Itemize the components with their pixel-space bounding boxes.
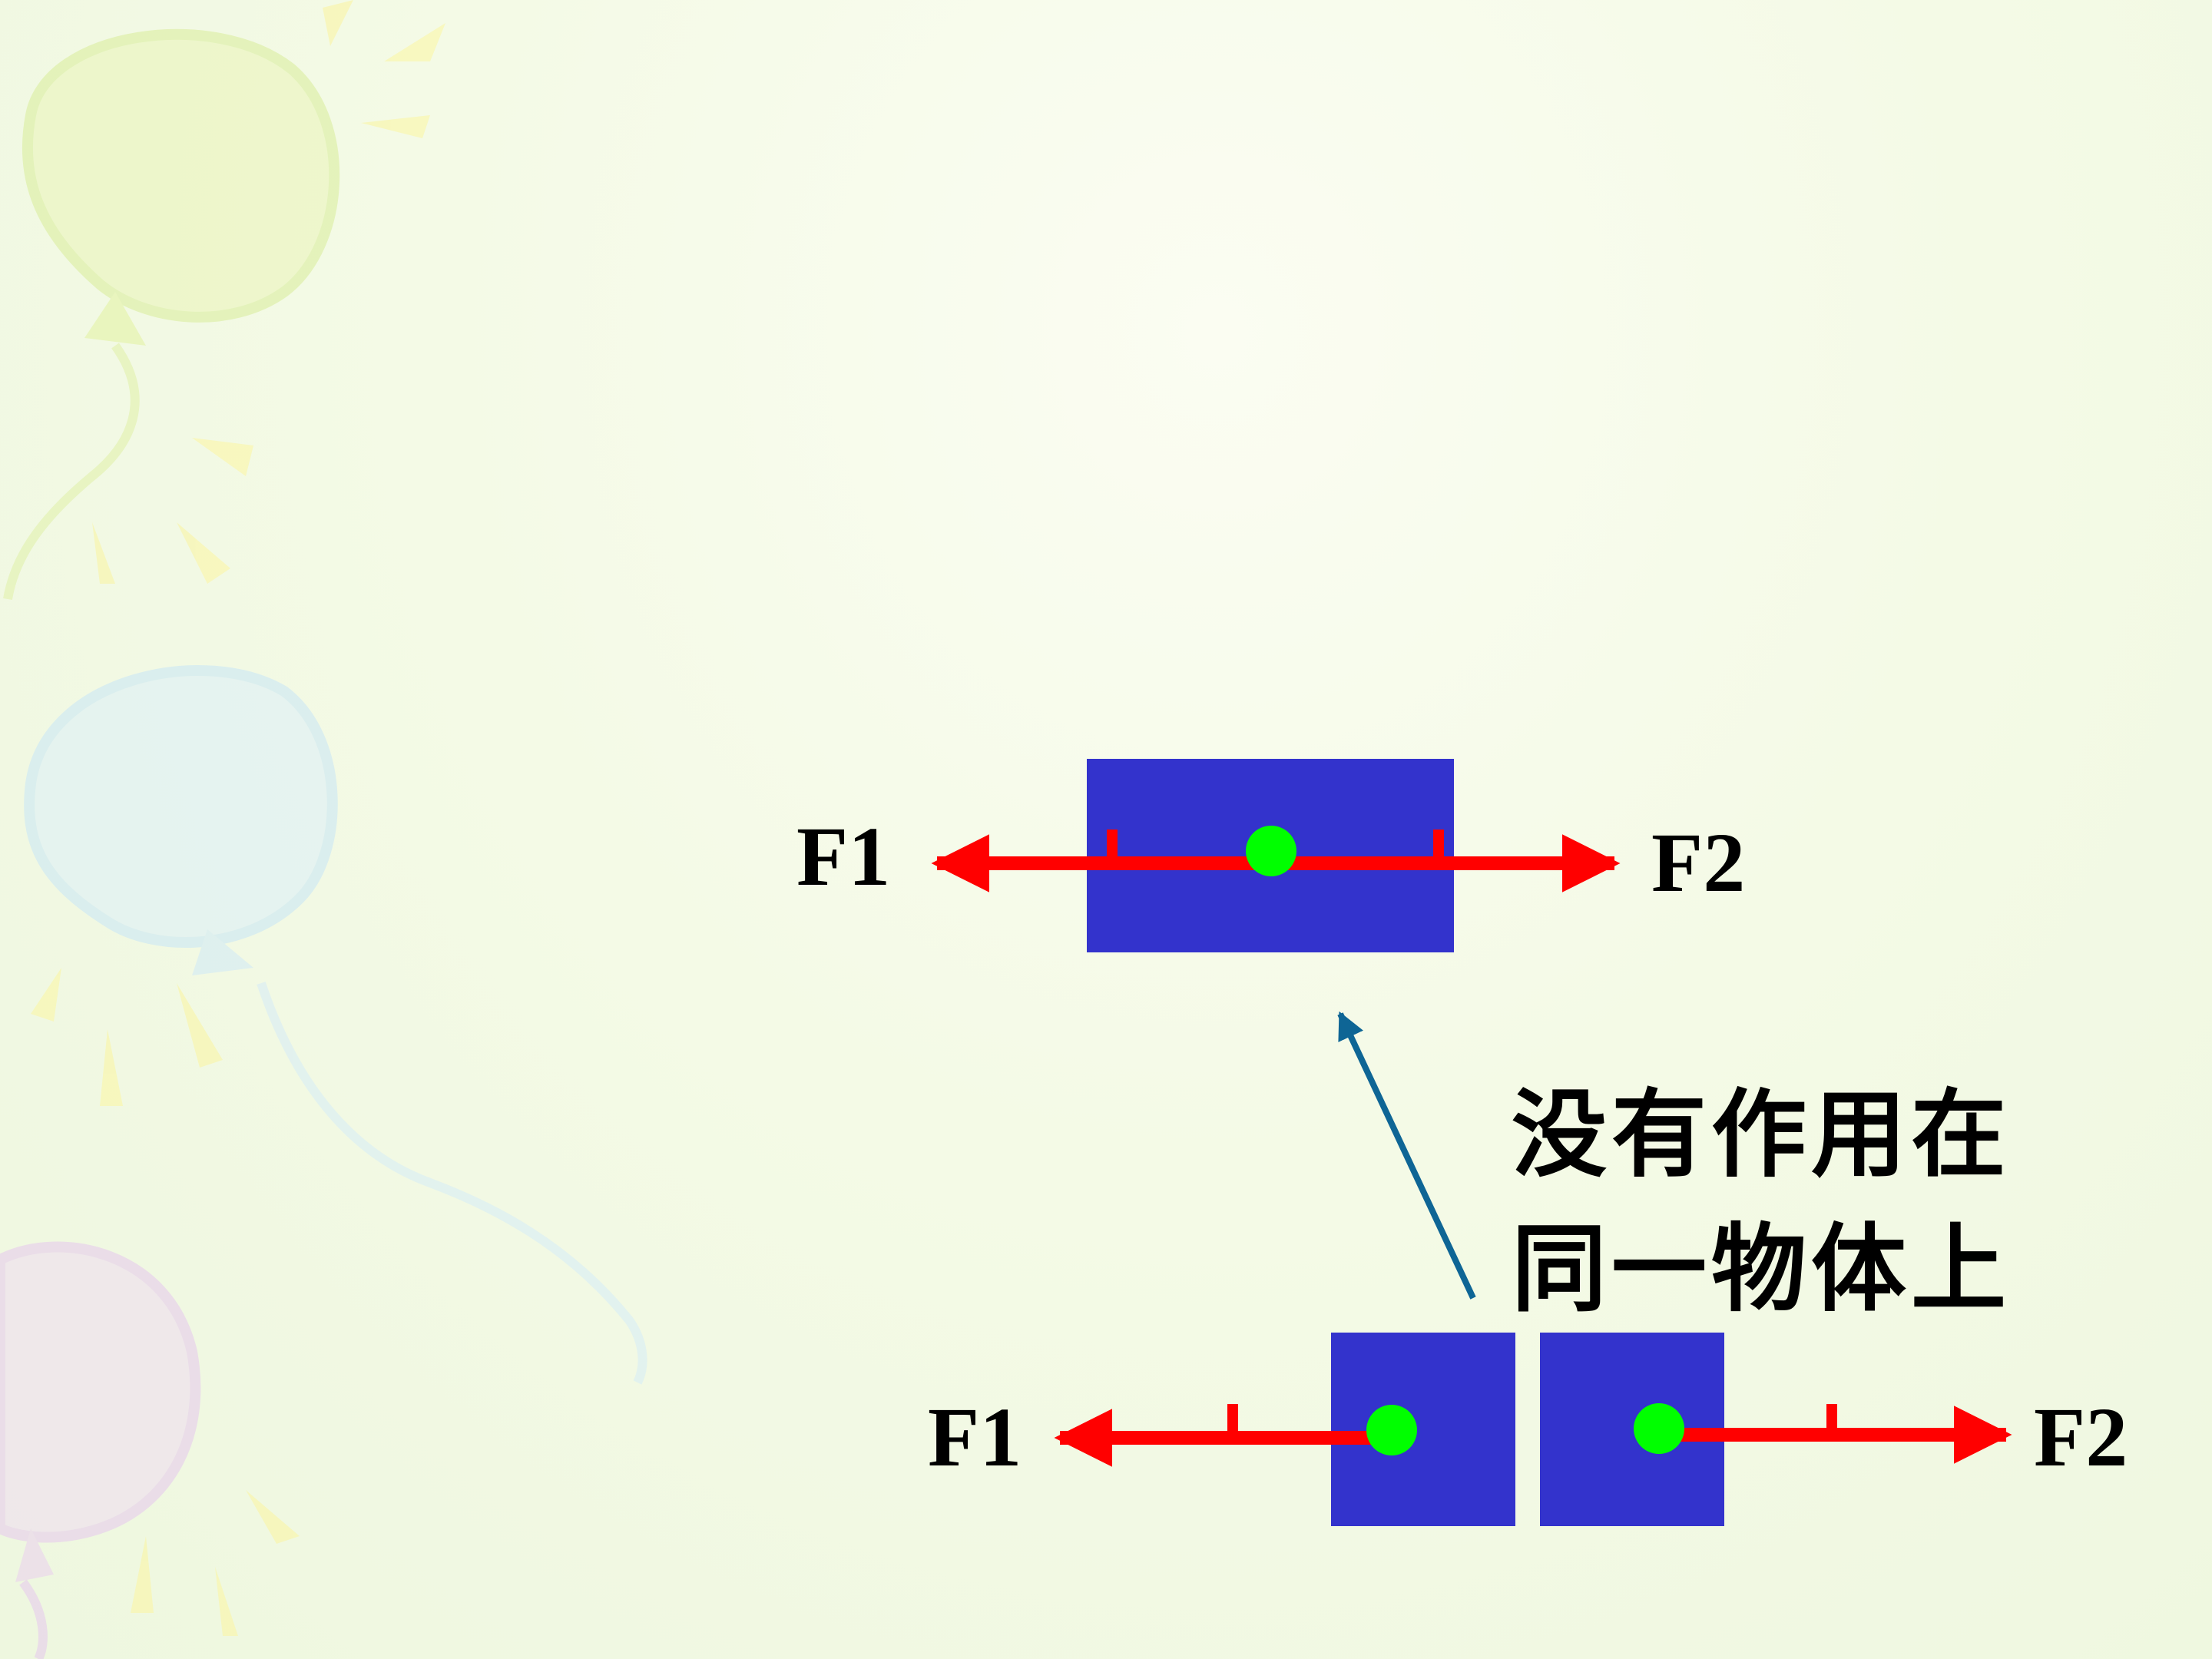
balloon-yellow-decoration: [3, 0, 445, 601]
bottom-block-left: [1331, 1333, 1515, 1526]
top-diagram: F1 F2: [796, 759, 1745, 952]
force-label-f2-top: F2: [1651, 816, 1745, 909]
pointer-arrow: [1337, 1011, 1476, 1300]
application-point-bottom-right: [1634, 1403, 1684, 1454]
application-point-top: [1246, 826, 1296, 876]
force-label-f1-top: F1: [796, 810, 890, 903]
balloon-blue-decoration: [24, 665, 647, 1385]
force-label-f2-bottom: F2: [2034, 1390, 2128, 1484]
force-label-f1-bottom: F1: [928, 1390, 1022, 1484]
application-point-bottom-left: [1366, 1405, 1417, 1455]
caption-line-2: 同一物体上: [1512, 1214, 2011, 1325]
bottom-diagram: F1 F2: [928, 1333, 2128, 1526]
caption-line-1: 没有作用在: [1512, 1079, 2011, 1190]
balloon-purple-decoration: [0, 1241, 300, 1659]
